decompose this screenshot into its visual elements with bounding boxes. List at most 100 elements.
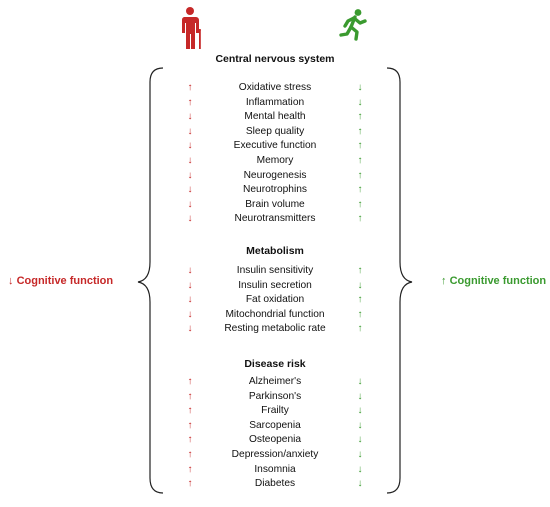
active-arrow: ↑: [357, 169, 363, 181]
list-item: ↓ Fat oxidation ↑: [180, 293, 370, 308]
factor-label: Osteopenia: [248, 434, 302, 446]
left-curly-brace: [137, 67, 164, 494]
aging-arrow: ↓: [187, 294, 193, 306]
factor-label: Memory: [256, 155, 294, 166]
factor-label: Resting metabolic rate: [224, 323, 326, 335]
aging-arrow: ↑: [187, 449, 193, 460]
aging-arrow: ↑: [187, 419, 193, 431]
running-person-icon: [339, 9, 367, 41]
active-arrow: ↓: [357, 478, 363, 490]
right-cognitive-label: ↑ Cognitive function: [441, 275, 546, 287]
aging-arrow: ↑: [187, 434, 193, 446]
list-item: ↓ Mitochondrial function ↑: [180, 308, 370, 323]
left-cognitive-label: ↓ Cognitive function: [8, 275, 113, 287]
list-item: ↑ Diabetes ↓: [180, 477, 370, 492]
aging-arrow: ↓: [187, 198, 193, 210]
aging-arrow: ↑: [187, 82, 193, 93]
aging-arrow: ↑: [187, 405, 193, 417]
factor-label: Diabetes: [254, 478, 296, 490]
active-arrow: ↑: [357, 125, 363, 137]
list-item: ↑ Oxidative stress ↓: [180, 81, 370, 96]
list-item: ↓ Executive function ↑: [180, 139, 370, 154]
aging-arrow: ↓: [187, 323, 193, 335]
active-arrow: ↓: [357, 376, 363, 387]
factor-label: Brain volume: [245, 198, 305, 210]
factor-label: Insulin secretion: [238, 279, 312, 291]
factor-label: Alzheimer's: [248, 376, 302, 387]
aging-arrow: ↓: [187, 125, 193, 137]
aging-arrow: ↓: [187, 169, 193, 181]
list-item: ↓ Resting metabolic rate ↑: [180, 322, 370, 337]
active-arrow: ↑: [357, 155, 363, 166]
aging-arrow: ↑: [187, 390, 193, 402]
active-arrow: ↓: [357, 463, 363, 475]
active-arrow: ↑: [357, 140, 363, 152]
list-item: ↓ Insulin secretion ↓: [180, 279, 370, 294]
right-cognitive-text: Cognitive function: [449, 275, 547, 287]
list-item: ↓ Neurotransmitters ↑: [180, 212, 370, 227]
aging-arrow: ↑: [187, 96, 193, 108]
list-item: ↑ Frailty ↓: [180, 404, 370, 419]
active-arrow: ↑: [357, 265, 363, 276]
aging-arrow: ↑: [187, 478, 193, 490]
factor-label: Sarcopenia: [249, 419, 301, 431]
factor-label: Insulin sensitivity: [236, 265, 314, 276]
list-item: ↑ Parkinson's ↓: [180, 390, 370, 405]
factor-label: Mental health: [244, 111, 306, 123]
section-title-disease-risk: Disease risk: [244, 358, 306, 370]
active-arrow: ↓: [357, 390, 363, 402]
list-item: ↓ Neurogenesis ↑: [180, 169, 370, 184]
active-arrow: ↑: [357, 323, 363, 335]
list-item: ↑ Depression/anxiety ↓: [180, 448, 370, 463]
aging-arrow: ↓: [187, 279, 193, 291]
active-arrow: ↓: [357, 405, 363, 417]
active-arrow: ↓: [357, 434, 363, 446]
list-item: ↑ Alzheimer's ↓: [180, 375, 370, 390]
active-arrow: ↑: [357, 198, 363, 210]
aging-arrow: ↑: [187, 463, 193, 475]
factor-label: Sleep quality: [245, 125, 305, 137]
right-cognitive-arrow: ↑: [441, 275, 447, 287]
factor-label: Insomnia: [254, 463, 296, 475]
active-arrow: ↑: [357, 308, 363, 320]
factor-label: Inflammation: [245, 96, 305, 108]
active-arrow: ↓: [357, 82, 363, 93]
list-item: ↓ Brain volume ↑: [180, 198, 370, 213]
active-arrow: ↑: [357, 184, 363, 196]
list-item: ↑ Sarcopenia ↓: [180, 419, 370, 434]
aging-arrow: ↓: [187, 265, 193, 276]
active-arrow: ↓: [357, 419, 363, 431]
factor-label: Neurotrophins: [243, 184, 307, 196]
aging-arrow: ↓: [187, 140, 193, 152]
factor-label: Executive function: [233, 140, 317, 152]
factor-label: Neurogenesis: [243, 169, 307, 181]
active-arrow: ↓: [357, 449, 363, 460]
left-cognitive-text: Cognitive function: [16, 275, 114, 287]
elderly-person-with-cane-icon: [181, 7, 201, 49]
factor-label: Fat oxidation: [245, 294, 305, 306]
aging-arrow: ↑: [187, 376, 193, 387]
active-arrow: ↑: [357, 213, 363, 225]
aging-arrow: ↓: [187, 308, 193, 320]
factor-label: Parkinson's: [248, 390, 302, 402]
list-item: ↓Mental health↑: [180, 110, 370, 125]
active-arrow: ↑: [357, 294, 363, 306]
section-title-cns: Central nervous system: [215, 53, 335, 65]
right-curly-brace: [386, 67, 413, 494]
active-arrow: ↓: [357, 96, 363, 108]
active-arrow: ↓: [357, 279, 363, 291]
list-item: ↓ Sleep quality ↑: [180, 125, 370, 140]
aging-arrow: ↓: [187, 213, 193, 225]
left-cognitive-arrow: ↓: [8, 275, 14, 287]
section-title-metabolism: Metabolism: [246, 245, 304, 257]
factor-label: Neurotransmitters: [234, 213, 316, 225]
factor-label: Frailty: [261, 405, 289, 417]
factor-label: Oxidative stress: [238, 82, 312, 93]
factor-label: Depression/anxiety: [231, 449, 319, 460]
list-item: ↑ Inflammation ↓: [180, 96, 370, 111]
list-item: ↓ Memory ↑: [180, 154, 370, 169]
aging-arrow: ↓: [187, 155, 193, 166]
factor-label: Mitochondrial function: [225, 308, 325, 320]
